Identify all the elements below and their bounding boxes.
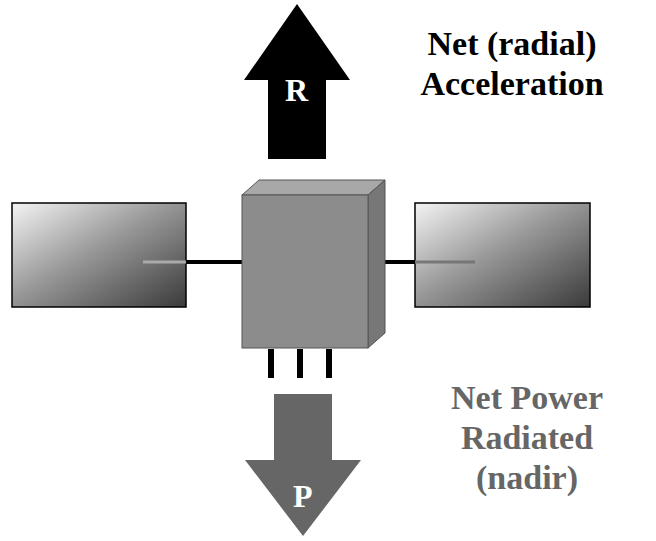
acceleration-label: Net (radial) Acceleration: [372, 24, 652, 104]
arrow-shape: [245, 394, 361, 536]
thruster-nozzle: [326, 349, 332, 378]
power-label: Net Power Radiated (nadir): [407, 378, 647, 498]
thruster-nozzle: [297, 349, 303, 378]
power-radiated-arrow: P: [245, 394, 361, 536]
body-front: [242, 195, 368, 348]
solar-panel: [12, 203, 186, 307]
radial-acceleration-arrow: R: [244, 4, 350, 159]
body-top: [242, 180, 385, 195]
panel-boom: [186, 260, 242, 264]
arrow-letter: R: [285, 74, 308, 106]
body-side: [368, 180, 385, 348]
thruster-nozzle: [268, 349, 274, 378]
panel-axis: [415, 261, 475, 264]
solar-panel: [415, 203, 590, 307]
arrow-outline: [244, 4, 350, 159]
arrow-letter: P: [293, 480, 313, 512]
arrow-outline: [245, 394, 361, 536]
panel-axis: [143, 261, 186, 264]
